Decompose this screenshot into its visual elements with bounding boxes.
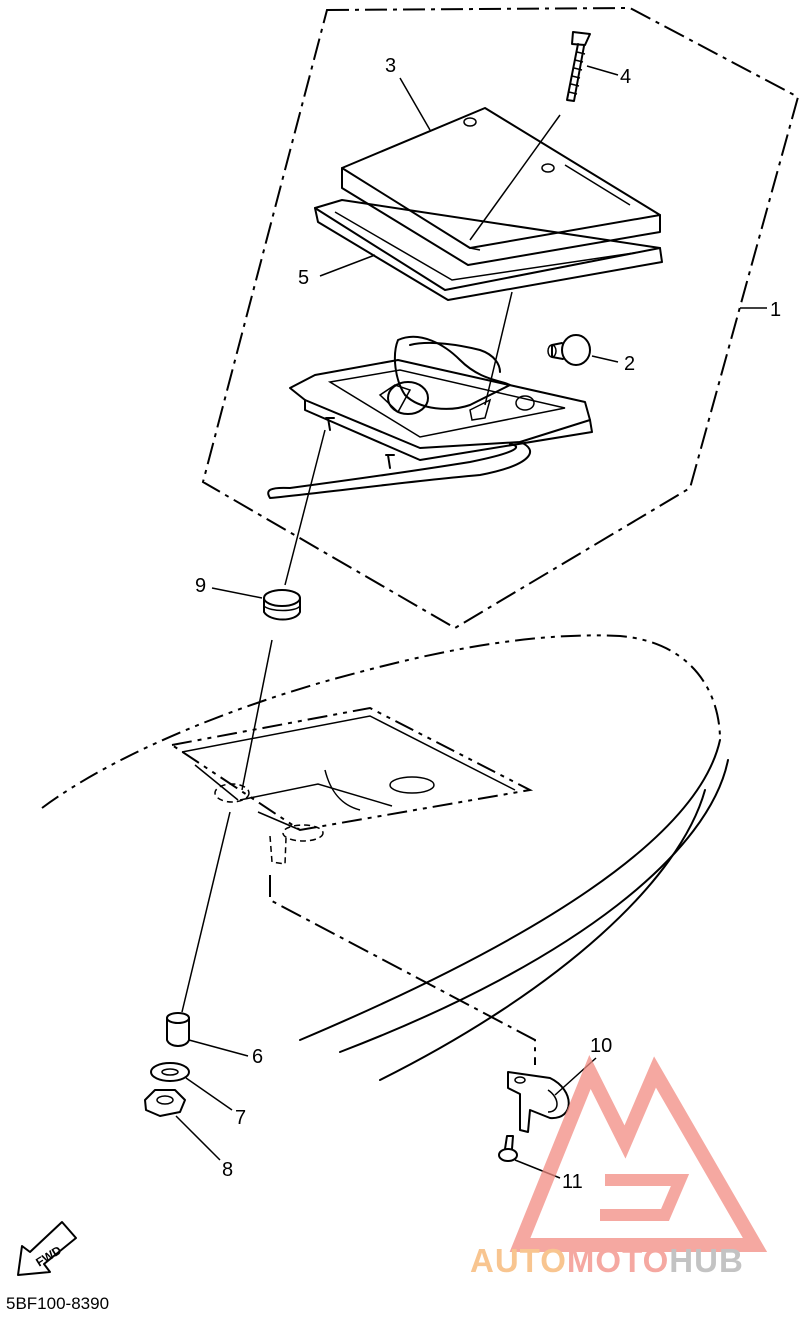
callout-8: 8 [222, 1159, 233, 1181]
part-6-collar [166, 1012, 190, 1047]
lamp-housing [267, 335, 593, 499]
callout-2: 2 [624, 353, 635, 375]
watermark-triangle-mark [509, 1055, 768, 1252]
callout-6: 6 [252, 1046, 263, 1068]
callout-5: 5 [298, 267, 309, 289]
alignment-lines [181, 114, 561, 1065]
callout-4: 4 [620, 66, 631, 88]
callout-1: 1 [770, 299, 781, 321]
part-3-lens-cover [341, 107, 661, 266]
assembly-boundary [201, 6, 800, 630]
diagram-code: 5BF100-8390 [6, 1294, 110, 1313]
part-2-bulb [547, 334, 591, 366]
fwd-arrow: FWD [17, 1221, 77, 1276]
watermark-text: AUTOMOTOHUB [470, 1242, 744, 1279]
callout-leaders [175, 65, 767, 1179]
part-5-gasket [314, 199, 663, 301]
part-8-nut [144, 1089, 186, 1117]
part-10-bracket [507, 1071, 570, 1133]
part-7-washer [150, 1062, 190, 1082]
callout-3: 3 [385, 55, 396, 77]
rear-fender [41, 634, 729, 1081]
callout-11: 11 [562, 1171, 583, 1193]
part-4-screw [566, 31, 591, 102]
part-11-screw [498, 1135, 518, 1162]
watermark-logo: AUTOMOTOHUB [470, 1055, 768, 1279]
part-9-grommet [263, 589, 301, 621]
callout-9: 9 [195, 575, 206, 597]
callout-7: 7 [235, 1107, 246, 1129]
callout-10: 10 [590, 1035, 612, 1057]
fwd-label: FWD [33, 1243, 64, 1270]
